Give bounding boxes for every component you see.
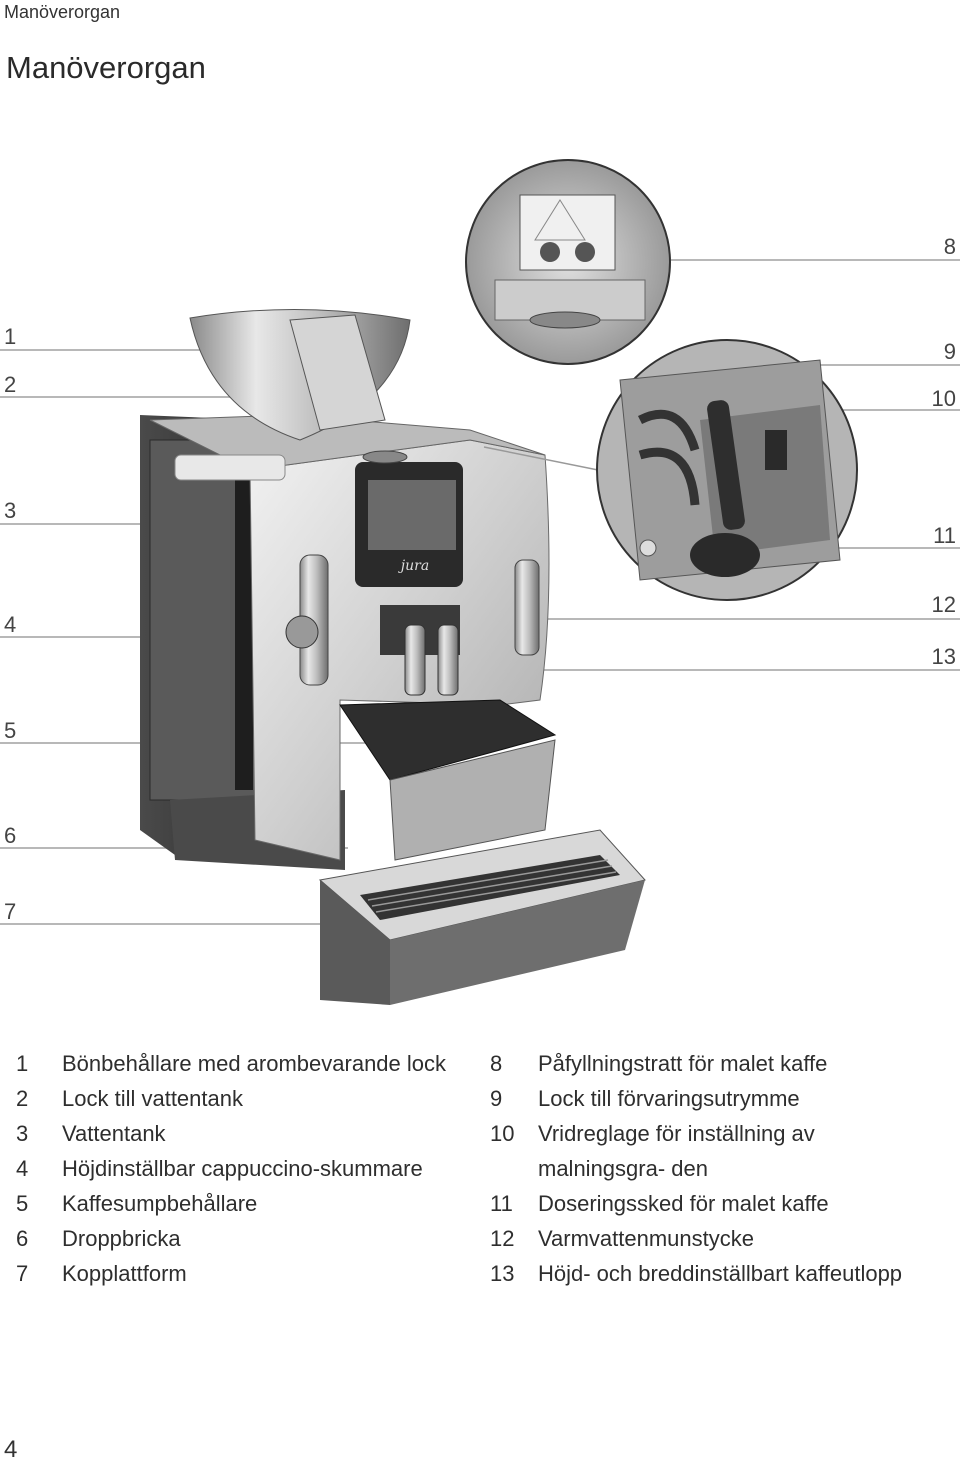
legend-item: 12 Varmvattenmunstycke: [490, 1221, 950, 1256]
running-header: Manöverorgan: [4, 2, 121, 22]
legend-item-text: Påfyllningstratt för malet kaffe: [538, 1051, 828, 1076]
callout-12: 12: [931, 592, 956, 617]
jura-logo: jura: [398, 558, 429, 574]
water-tank-lid: [289, 314, 386, 431]
legend-item-number: 10: [490, 1121, 515, 1146]
legend-item-number: 9: [490, 1086, 503, 1111]
callout-5: 5: [4, 718, 17, 743]
legend-item: 1 Bönbehållare med arombevarande lock: [12, 1046, 472, 1081]
legend-item-text: Lock till vattentank: [62, 1086, 243, 1111]
legend-item-number: 11: [490, 1191, 513, 1216]
legend-item-number: 5: [16, 1191, 29, 1216]
legend-list-right: 8 Påfyllningstratt för malet kaffe 9 Lock …: [490, 1046, 950, 1291]
legend-item: 9 Lock till förvaringsutrymme: [490, 1081, 950, 1116]
callout-11: 11: [933, 523, 956, 548]
legend-item-text: Varmvattenmunstycke: [538, 1226, 755, 1251]
legend-item-text: Doseringssked för malet kaffe: [538, 1191, 829, 1216]
legend-item-text: Höjdinställbar cappuccino-skummare: [62, 1156, 423, 1181]
legend-item: 2 Lock till vattentank: [12, 1081, 472, 1116]
legend-item: 5 Kaffesumpbehållare: [12, 1186, 472, 1221]
legend-item-text: Vridreglage för inställning av malningsg…: [538, 1121, 815, 1181]
legend-item-number: 7: [16, 1261, 29, 1286]
legend-item-text: Vattentank: [62, 1121, 166, 1146]
callout-7: 7: [4, 899, 17, 924]
legend-item-text: Bönbehållare med arombevarande lock: [62, 1051, 447, 1076]
callout-9: 9: [943, 339, 956, 364]
legend-item-number: 1: [16, 1051, 29, 1076]
callout-13: 13: [931, 644, 956, 669]
legend-item-number: 12: [490, 1226, 515, 1251]
detail-circle-funnel: [465, 159, 671, 365]
page-number: 4: [4, 1436, 18, 1463]
legend-item-number: 4: [16, 1156, 29, 1181]
hot-water-nozzle: [514, 559, 540, 656]
grounds-container: [339, 699, 557, 781]
legend-item-number: 13: [490, 1261, 515, 1286]
legend-item: 10 Vridreglage för inställning av malning…: [490, 1116, 950, 1186]
coffee-machine-illustration: jura: [0, 159, 960, 1005]
legend-item: 3 Vattentank: [12, 1116, 472, 1151]
legend-item-text: Höjd- och breddinställbart kaffeutlopp: [538, 1261, 903, 1286]
legend-item-number: 8: [490, 1051, 503, 1076]
page-title: Manöverorgan: [6, 50, 206, 85]
legend-item-number: 6: [16, 1226, 29, 1251]
legend-item: 8 Påfyllningstratt för malet kaffe: [490, 1046, 950, 1081]
callout-4: 4: [4, 612, 17, 637]
legend-item: 11 Doseringssked för malet kaffe: [490, 1186, 950, 1221]
callout-2: 2: [4, 372, 17, 397]
legend-item-number: 2: [16, 1086, 29, 1111]
legend-item: 4 Höjdinställbar cappuccino-skummare: [12, 1151, 472, 1186]
legend-item-text: Lock till förvaringsutrymme: [538, 1086, 800, 1111]
legend-item-number: 3: [16, 1121, 29, 1146]
legend-item: 13 Höjd- och breddinställbart kaffeutlopp: [490, 1256, 950, 1291]
legend-item-text: Droppbricka: [62, 1226, 181, 1251]
callout-6: 6: [4, 823, 17, 848]
callout-1: 1: [4, 324, 17, 349]
legend-item: 6 Droppbricka: [12, 1221, 472, 1256]
callout-3: 3: [4, 498, 17, 523]
callout-8: 8: [943, 234, 956, 259]
legend-item-text: Kopplattform: [62, 1261, 187, 1286]
callout-10: 10: [931, 386, 956, 411]
legend-item: 7 Kopplattform: [12, 1256, 472, 1291]
legend-list-left: 1 Bönbehållare med arombevarande lock 2 Lo…: [12, 1046, 472, 1291]
legend-item-text: Kaffesumpbehållare: [62, 1191, 258, 1216]
detail-circle-storage: [596, 339, 858, 601]
